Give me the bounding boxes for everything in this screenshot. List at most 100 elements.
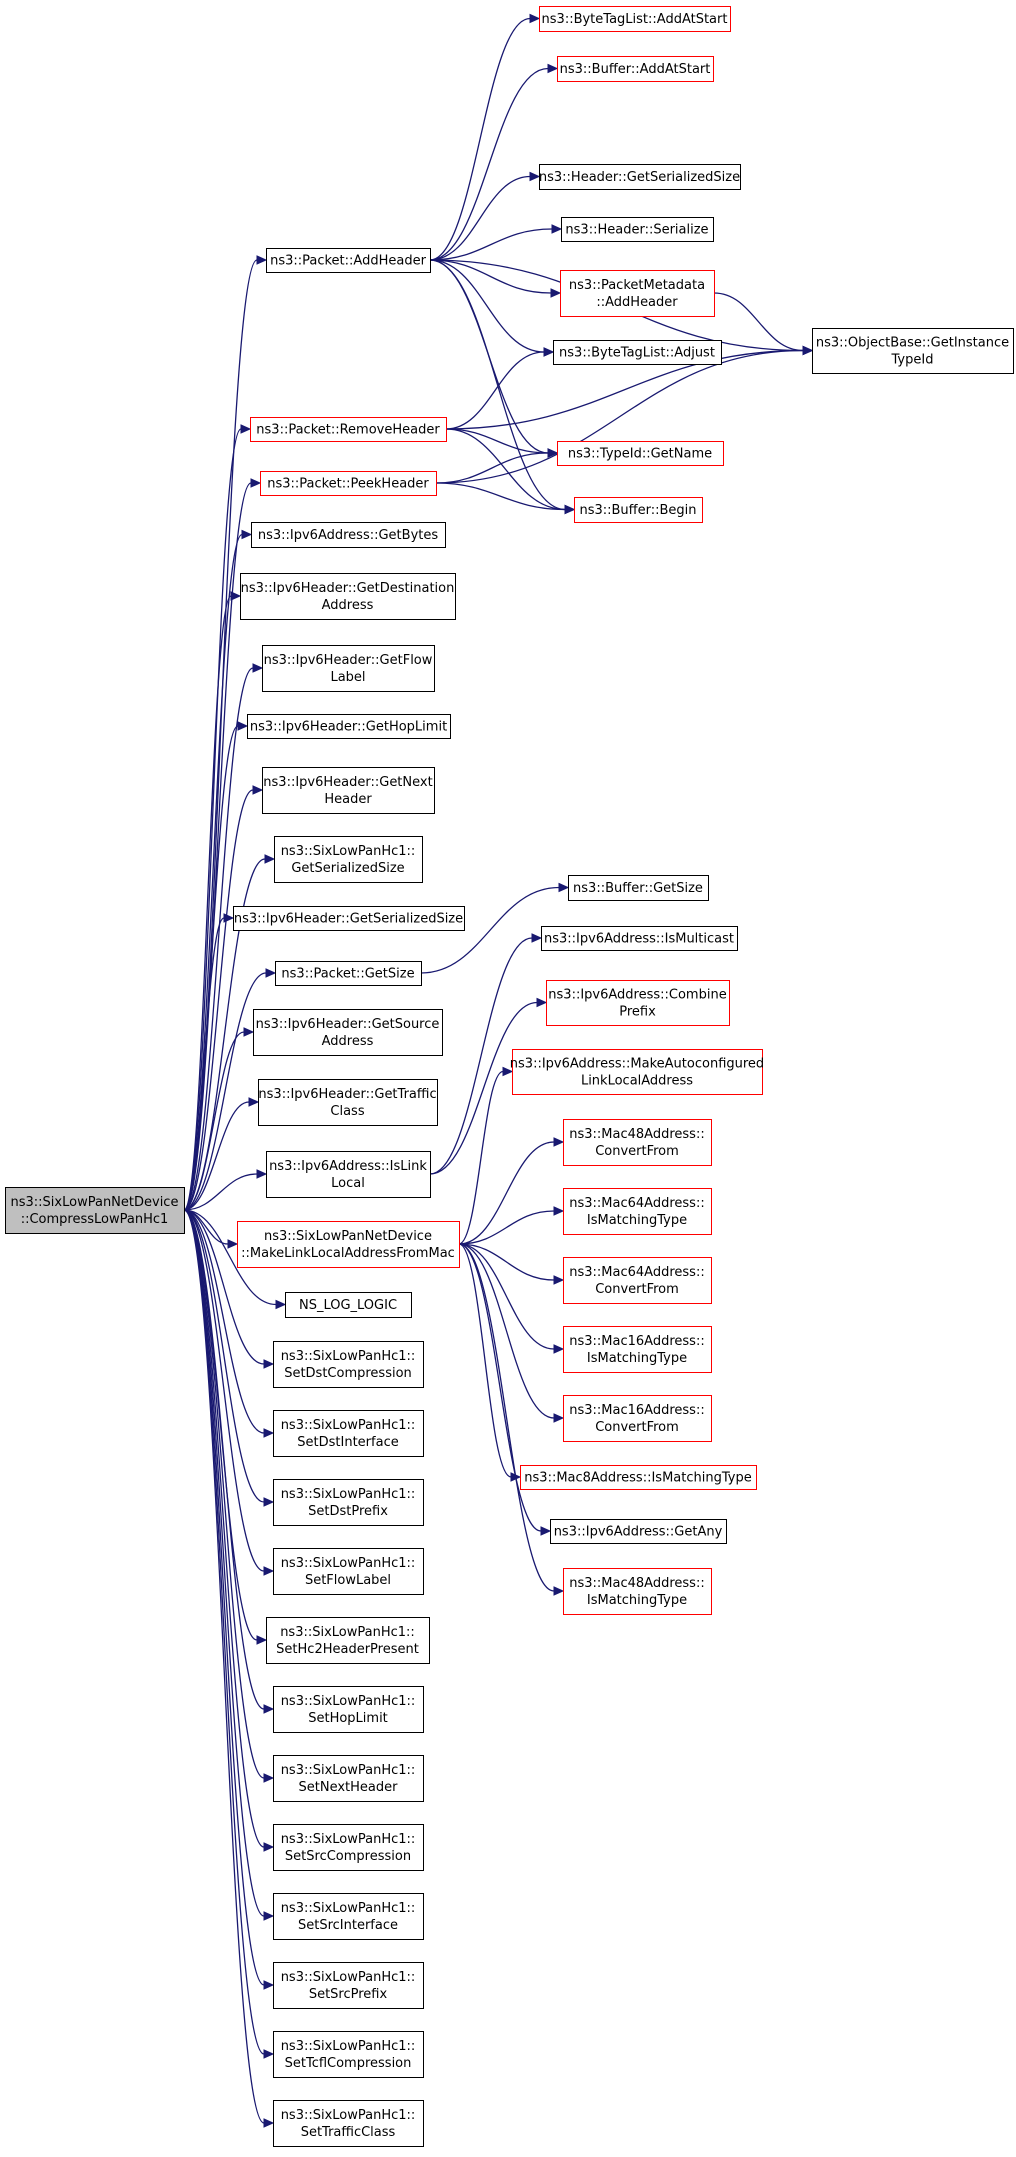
node-sixlowpanhc1-sethoplimit[interactable]: ns3::SixLowPanHc1::SetHopLimit xyxy=(273,1686,424,1733)
node-mac16address-convertfrom[interactable]: ns3::Mac16Address::ConvertFrom xyxy=(563,1395,712,1442)
node-label: ns3::Ipv6Address::IsLink xyxy=(269,1159,427,1174)
arrowhead xyxy=(256,1635,268,1645)
edge-root-to-pktGetSize xyxy=(183,968,277,1211)
node-mac64address-ismatchingtype[interactable]: ns3::Mac64Address::IsMatchingType xyxy=(563,1188,712,1235)
arrowhead xyxy=(802,345,814,356)
edge-line xyxy=(458,1243,555,1592)
node-label: ::MakeLinkLocalAddressFromMac xyxy=(241,1246,455,1261)
node-sixlowpanhc1-setsrcprefix[interactable]: ns3::SixLowPanHc1::SetSrcPrefix xyxy=(273,1962,424,2009)
node-sixlowpanhc1-sethc2headerpresent[interactable]: ns3::SixLowPanHc1::SetHc2HeaderPresent xyxy=(266,1617,430,1664)
node-mac48address-convertfrom[interactable]: ns3::Mac48Address::ConvertFrom xyxy=(563,1119,712,1166)
node-sixlowpannetdevice-makelinklocaladdressfrommac[interactable]: ns3::SixLowPanNetDevice::MakeLinkLocalAd… xyxy=(237,1221,460,1268)
node-sixlowpanhc1-setsrcinterface[interactable]: ns3::SixLowPanHc1::SetSrcInterface xyxy=(273,1893,424,1940)
edge-root-to-setSrcComp xyxy=(183,1209,275,1852)
edge-line xyxy=(183,1209,265,1434)
node-buffer-getsize[interactable]: ns3::Buffer::GetSize xyxy=(568,875,709,901)
node-label: Header xyxy=(324,792,372,807)
node-bytetaglist-adjust[interactable]: ns3::ByteTagList::Adjust xyxy=(553,340,722,365)
arrowhead xyxy=(250,478,262,488)
node-label: ns3::Mac48Address:: xyxy=(569,1576,704,1591)
arrowhead xyxy=(264,854,276,864)
node-label: ns3::Buffer::GetSize xyxy=(573,881,703,896)
node-ipv6address-getbytes[interactable]: ns3::Ipv6Address::GetBytes xyxy=(251,522,446,548)
node-label: Label xyxy=(330,670,365,685)
node-box xyxy=(541,926,738,951)
node-label: Prefix xyxy=(619,1005,656,1020)
node-label: ns3::Mac64Address:: xyxy=(569,1265,704,1280)
node-bytetaglist-addatstart[interactable]: ns3::ByteTagList::AddAtStart xyxy=(539,6,731,32)
node-typeid-getname[interactable]: ns3::TypeId::GetName xyxy=(557,441,724,466)
node-packet-getsize[interactable]: ns3::Packet::GetSize xyxy=(275,961,422,986)
node-sixlowpanhc1-getserializedsize[interactable]: ns3::SixLowPanHc1::GetSerializedSize xyxy=(274,836,423,883)
node-packet-addheader[interactable]: ns3::Packet::AddHeader xyxy=(266,248,431,273)
node-ns-log-logic[interactable]: NS_LOG_LOGIC xyxy=(285,1292,412,1318)
node-buffer-begin[interactable]: ns3::Buffer::Begin xyxy=(574,497,703,523)
node-sixlowpanhc1-setnextheader[interactable]: ns3::SixLowPanHc1::SetNextHeader xyxy=(273,1755,424,1802)
node-box xyxy=(273,2100,424,2147)
node-mac8address-ismatchingtype[interactable]: ns3::Mac8Address::IsMatchingType xyxy=(520,1465,757,1490)
edge-makeLL-to-makeAuto xyxy=(458,1066,514,1245)
node-label: ns3::SixLowPanHc1:: xyxy=(281,1487,416,1502)
node-packet-peekheader[interactable]: ns3::Packet::PeekHeader xyxy=(260,471,437,496)
node-buffer-addatstart[interactable]: ns3::Buffer::AddAtStart xyxy=(557,56,714,82)
node-sixlowpanhc1-settcflcompression[interactable]: ns3::SixLowPanHc1::SetTcflCompression xyxy=(273,2031,424,2078)
node-sixlowpanhc1-setsrccompression[interactable]: ns3::SixLowPanHc1::SetSrcCompression xyxy=(273,1824,424,1871)
node-header-serialize[interactable]: ns3::Header::Serialize xyxy=(561,217,714,242)
arrowhead xyxy=(553,1137,565,1147)
node-sixlowpannetdevice-compresslowpanhc1[interactable]: ns3::SixLowPanNetDevice::CompressLowPanH… xyxy=(5,1187,185,1234)
edge-line xyxy=(183,667,254,1211)
arrowhead xyxy=(263,1704,275,1714)
node-box xyxy=(563,1119,712,1166)
node-box xyxy=(247,714,451,739)
node-ipv6header-getserializedsize[interactable]: ns3::Ipv6Header::GetSerializedSize xyxy=(233,906,465,931)
node-sixlowpanhc1-setflowlabel[interactable]: ns3::SixLowPanHc1::SetFlowLabel xyxy=(273,1548,424,1595)
edge-line xyxy=(183,1209,265,2055)
node-header-getserializedsize[interactable]: ns3::Header::GetSerializedSize xyxy=(539,164,741,190)
arrowhead xyxy=(256,1169,268,1179)
node-box xyxy=(5,1187,185,1234)
node-mac64address-convertfrom[interactable]: ns3::Mac64Address::ConvertFrom xyxy=(563,1257,712,1304)
node-sixlowpanhc1-setdstinterface[interactable]: ns3::SixLowPanHc1::SetDstInterface xyxy=(273,1410,424,1457)
node-ipv6header-gethoplimit[interactable]: ns3::Ipv6Header::GetHopLimit xyxy=(247,714,451,739)
edge-line xyxy=(183,1209,277,1306)
node-label: ns3::Buffer::AddAtStart xyxy=(560,62,711,77)
edge-line xyxy=(183,428,242,1211)
edge-line xyxy=(183,1209,265,1503)
arrowhead xyxy=(529,171,541,182)
edge-isLinkLocal-to-isMulticast xyxy=(429,933,543,1175)
node-sixlowpanhc1-setdstprefix[interactable]: ns3::SixLowPanHc1::SetDstPrefix xyxy=(273,1479,424,1526)
node-label: SetHc2HeaderPresent xyxy=(276,1642,419,1657)
node-label: IsMatchingType xyxy=(587,1351,687,1366)
node-box xyxy=(273,1893,424,1940)
arrowhead xyxy=(240,424,252,434)
node-label: ns3::Header::Serialize xyxy=(565,223,708,238)
node-sixlowpanhc1-settrafficclass[interactable]: ns3::SixLowPanHc1::SetTrafficClass xyxy=(273,2100,424,2147)
node-packet-removeheader[interactable]: ns3::Packet::RemoveHeader xyxy=(250,417,447,442)
node-ipv6address-makeautoconfiguredlinklocaladdress[interactable]: ns3::Ipv6Address::MakeAutoconfiguredLink… xyxy=(510,1049,764,1095)
edge-line xyxy=(429,67,549,261)
node-mac16address-ismatchingtype[interactable]: ns3::Mac16Address::IsMatchingType xyxy=(563,1326,712,1373)
edge-line xyxy=(183,1101,250,1211)
node-label: ns3::SixLowPanHc1:: xyxy=(281,844,416,859)
node-sixlowpanhc1-setdstcompression[interactable]: ns3::SixLowPanHc1::SetDstCompression xyxy=(273,1341,424,1388)
node-box xyxy=(273,1548,424,1595)
node-ipv6address-ismulticast[interactable]: ns3::Ipv6Address::IsMulticast xyxy=(541,926,738,951)
edge-makeLL-to-mac16Conv xyxy=(458,1243,565,1423)
node-mac48address-ismatchingtype[interactable]: ns3::Mac48Address::IsMatchingType xyxy=(563,1568,712,1615)
edge-root-to-setTraffic xyxy=(183,1209,275,2128)
node-label: Class xyxy=(330,1104,364,1119)
edge-line xyxy=(183,1209,265,2124)
node-ipv6address-getany[interactable]: ns3::Ipv6Address::GetAny xyxy=(550,1519,727,1544)
node-packetmetadata-addheader[interactable]: ns3::PacketMetadata::AddHeader xyxy=(560,270,715,317)
node-box xyxy=(553,340,722,365)
node-label: ns3::SixLowPanHc1:: xyxy=(280,1625,415,1640)
node-box xyxy=(561,217,714,242)
